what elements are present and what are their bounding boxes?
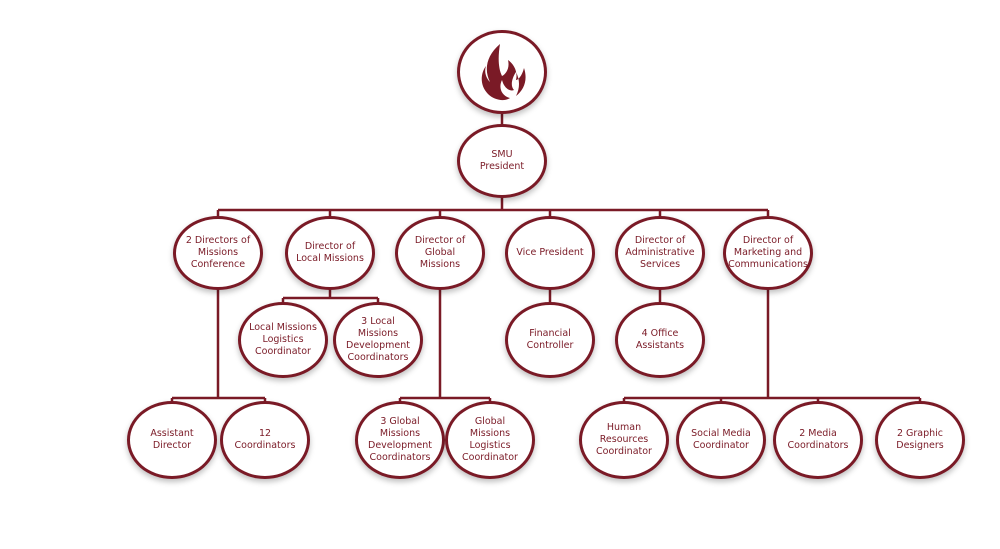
node-president: SMU President: [457, 124, 547, 198]
node-office-assistants: 4 Office Assistants: [615, 302, 705, 378]
label-director-local-missions: Director of Local Missions: [296, 241, 364, 264]
node-assistant-director: Assistant Director: [127, 401, 217, 479]
label-global-missions-development-coordinators: 3 Global Missions Development Coordinato…: [368, 416, 432, 463]
node-global-missions-logistics-coordinator: Global Missions Logistics Coordinator: [445, 401, 535, 479]
label-local-missions-development-coordinators: 3 Local Missions Development Coordinator…: [346, 316, 410, 363]
node-financial-controller: Financial Controller: [505, 302, 595, 378]
node-director-administrative-services: Director of Administrative Services: [615, 216, 705, 290]
label-director-administrative-services: Director of Administrative Services: [625, 235, 695, 270]
flame-icon: [481, 44, 526, 101]
node-director-local-missions: Director of Local Missions: [285, 216, 375, 290]
label-office-assistants: 4 Office Assistants: [635, 328, 685, 351]
node-media-coordinators: 2 Media Coordinators: [773, 401, 863, 479]
node-global-missions-development-coordinators: 3 Global Missions Development Coordinato…: [355, 401, 445, 479]
label-director-marketing-communications: Director of Marketing and Communications: [728, 235, 808, 270]
node-social-media-coordinator: Social Media Coordinator: [676, 401, 766, 479]
node-human-resources-coordinator: Human Resources Coordinator: [579, 401, 669, 479]
node-graphic-designers: 2 Graphic Designers: [875, 401, 965, 479]
label-assistant-director: Assistant Director: [150, 428, 194, 451]
label-graphic-designers: 2 Graphic Designers: [896, 428, 944, 451]
label-12-coordinators: 12 Coordinators: [234, 428, 296, 451]
label-human-resources-coordinator: Human Resources Coordinator: [596, 422, 652, 457]
label-social-media-coordinator: Social Media Coordinator: [691, 428, 751, 451]
node-local-missions-logistics-coordinator: Local Missions Logistics Coordinator: [238, 302, 328, 378]
label-financial-controller: Financial Controller: [526, 328, 574, 351]
label-director-global-missions: Director of Global Missions: [414, 235, 466, 270]
node-director-marketing-communications: Director of Marketing and Communications: [723, 216, 813, 290]
node-directors-missions-conference: 2 Directors of Missions Conference: [173, 216, 263, 290]
label-president: SMU President: [479, 149, 525, 172]
node-vice-president: Vice President: [505, 216, 595, 290]
node-12-coordinators: 12 Coordinators: [220, 401, 310, 479]
label-vice-president: Vice President: [516, 247, 584, 259]
label-media-coordinators: 2 Media Coordinators: [787, 428, 849, 451]
logo-circle: [457, 30, 547, 114]
label-global-missions-logistics-coordinator: Global Missions Logistics Coordinator: [462, 416, 518, 463]
node-local-missions-development-coordinators: 3 Local Missions Development Coordinator…: [333, 302, 423, 378]
label-directors-missions-conference: 2 Directors of Missions Conference: [185, 235, 251, 270]
label-local-missions-logistics-coordinator: Local Missions Logistics Coordinator: [249, 322, 317, 357]
node-director-global-missions: Director of Global Missions: [395, 216, 485, 290]
